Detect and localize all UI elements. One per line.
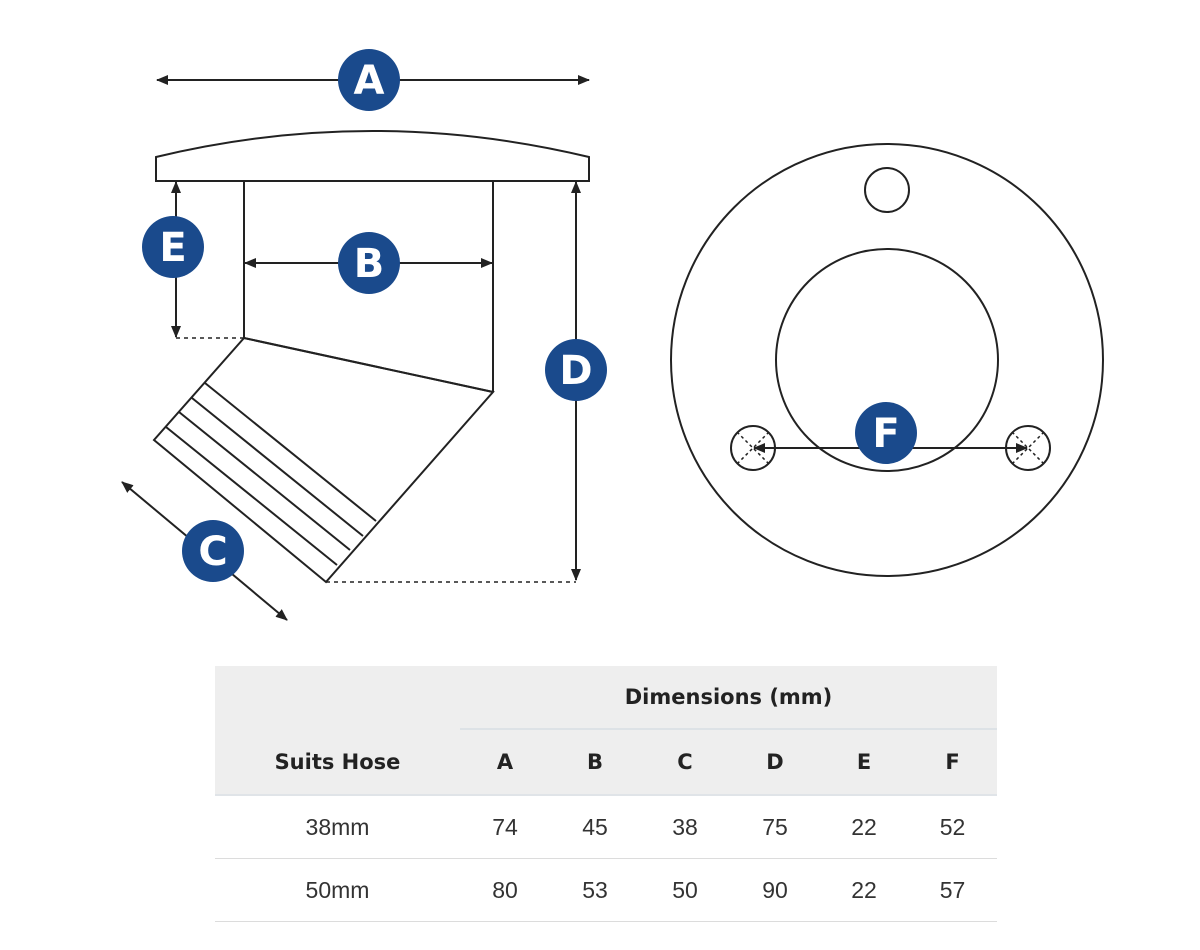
- spigot-rib-3: [178, 411, 351, 551]
- flange-cap: [155, 130, 590, 182]
- top-hole-circle: [864, 167, 910, 213]
- screw-hole-crosses: [736, 431, 1045, 465]
- value-cell-c: 50: [640, 858, 730, 922]
- column-header-b: B: [550, 729, 640, 795]
- hose-size-cell: 38mm: [215, 794, 460, 859]
- column-header-c: C: [640, 729, 730, 795]
- spigot-rib-1: [204, 382, 377, 522]
- outer-flange-circle: [670, 143, 1104, 577]
- value-cell-e: 22: [820, 794, 908, 859]
- table-row: 50mm 80 53 50 90 22 57: [215, 858, 998, 922]
- hose-size-cell: 50mm: [215, 858, 460, 922]
- label-badge-c: C: [182, 520, 244, 582]
- svg-text:E: E: [159, 225, 186, 271]
- value-cell-a: 74: [460, 794, 550, 859]
- column-header-f: F: [908, 729, 998, 795]
- svg-text:F: F: [872, 411, 899, 457]
- dimensions-table: Suits Hose Dimensions (mm) A B C D E F 3…: [215, 666, 998, 922]
- value-cell-c: 38: [640, 794, 730, 859]
- value-cell-f: 57: [908, 858, 998, 922]
- value-cell-a: 80: [460, 858, 550, 922]
- table-header-row-columns: A B C D E F: [215, 729, 998, 795]
- plan-view-drawing: [670, 143, 1104, 577]
- svg-text:B: B: [354, 241, 385, 287]
- spigot-rib-2: [191, 397, 364, 537]
- value-cell-d: 90: [730, 858, 820, 922]
- svg-text:A: A: [354, 58, 385, 104]
- svg-text:C: C: [198, 529, 227, 575]
- value-cell-d: 75: [730, 794, 820, 859]
- label-badge-f: F: [855, 402, 917, 464]
- svg-text:D: D: [559, 348, 592, 394]
- value-cell-f: 52: [908, 794, 998, 859]
- dimension-diagram: A B C D E F: [121, 49, 1104, 621]
- table-row: 38mm 74 45 38 75 22 52: [215, 794, 998, 859]
- label-badge-b: B: [338, 232, 400, 294]
- label-badge-a: A: [338, 49, 400, 111]
- column-header-d: D: [730, 729, 820, 795]
- column-header-e: E: [820, 729, 908, 795]
- label-badge-d: D: [545, 339, 607, 401]
- extension-lines: [176, 337, 576, 583]
- value-cell-b: 53: [550, 858, 640, 922]
- column-header-a: A: [460, 729, 550, 795]
- value-cell-b: 45: [550, 794, 640, 859]
- inner-bore-circle: [775, 248, 999, 472]
- table-header-row-group: Suits Hose Dimensions (mm): [215, 666, 998, 795]
- dimensions-header: Dimensions (mm): [460, 666, 998, 730]
- side-view-drawing: [152, 130, 590, 584]
- label-badge-e: E: [142, 216, 204, 278]
- value-cell-e: 22: [820, 858, 908, 922]
- suits-hose-header: Suits Hose: [215, 666, 460, 795]
